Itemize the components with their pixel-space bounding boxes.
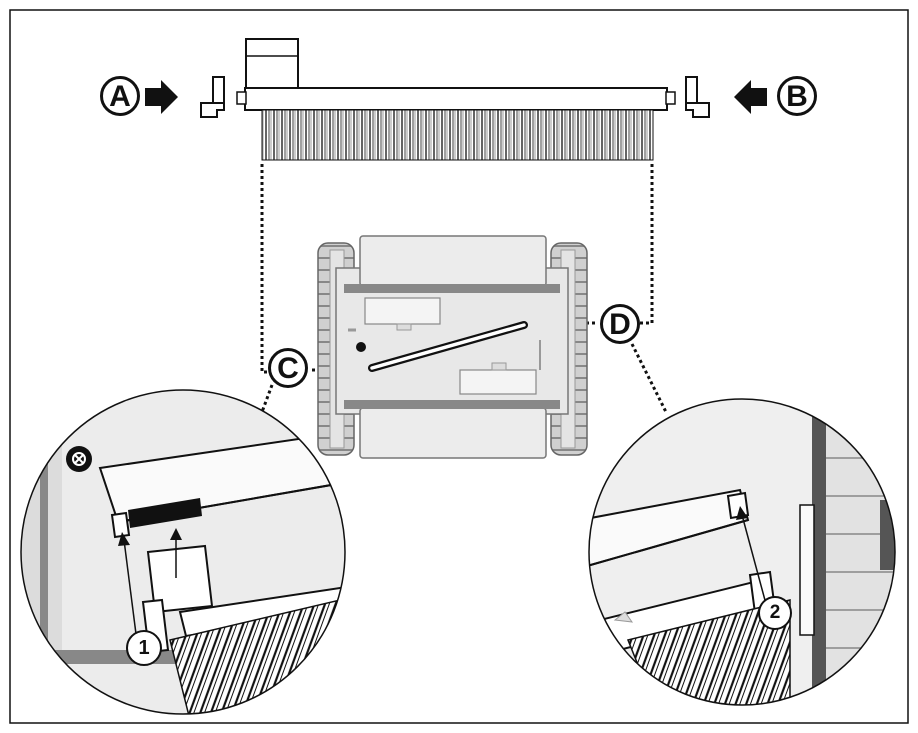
brush-bristles (261, 109, 654, 161)
x-circle-icon (66, 446, 92, 472)
detail-right (589, 399, 895, 705)
label-b: B (777, 76, 817, 116)
step-badge-1-text: 1 (138, 636, 150, 659)
step-badge-2-text: 2 (769, 602, 781, 623)
outer-frame (9, 9, 909, 724)
label-a-text: A (109, 79, 131, 113)
label-a: A (100, 76, 140, 116)
brush-assembly (236, 38, 676, 161)
bracket-right (685, 76, 710, 118)
detail-left (21, 390, 345, 714)
label-d: D (600, 304, 640, 344)
label-c-text: C (277, 351, 299, 385)
arrow-a-icon (145, 80, 178, 114)
bracket-left (200, 76, 225, 118)
brush-bar (244, 87, 668, 111)
label-c: C (268, 348, 308, 388)
step-badge-2: 2 (758, 596, 792, 630)
label-b-text: B (786, 79, 808, 113)
robot-top-view (317, 235, 588, 459)
arrow-b-icon (734, 80, 767, 114)
step-badge-1: 1 (126, 630, 162, 666)
pivot-dot (356, 342, 366, 352)
brush-motor-block (245, 38, 299, 90)
label-d-text: D (609, 307, 631, 341)
